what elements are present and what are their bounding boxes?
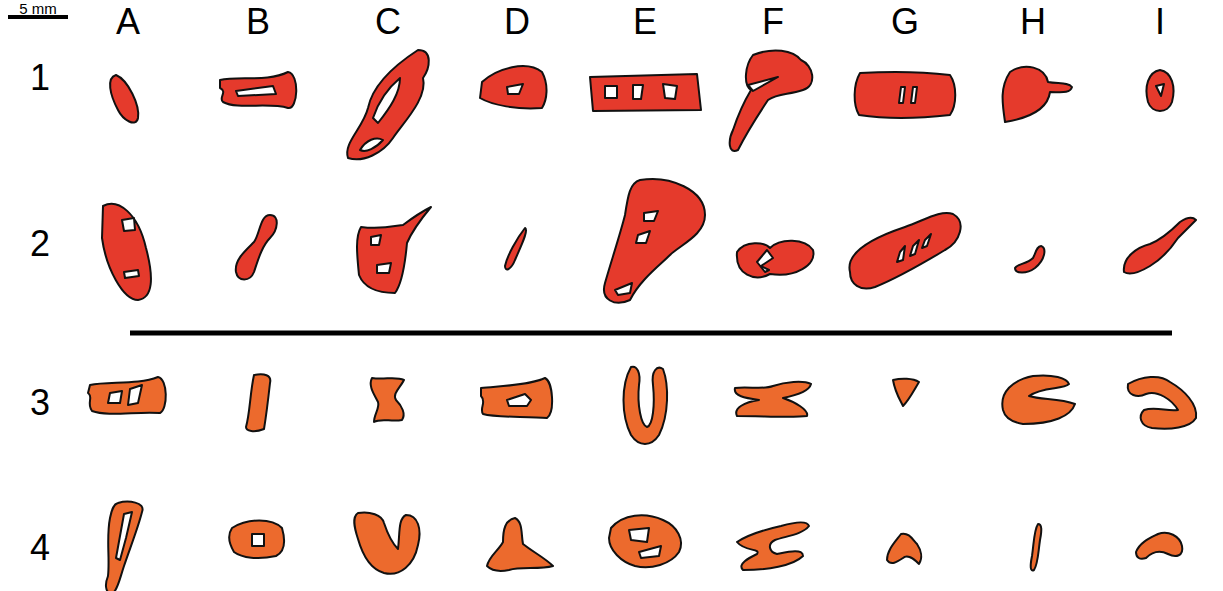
red-sections [102,50,1196,303]
orange-sections [88,367,1196,591]
column-letter: F [762,4,784,40]
column-letter: C [375,4,401,40]
column-letter: I [1155,4,1165,40]
scale-bar-label: 5 mm [19,1,57,16]
column-letter: B [246,4,270,40]
column-letter: G [891,4,919,40]
column-letter: A [116,4,140,40]
divider-line [130,331,1172,336]
row-number: 2 [30,226,50,262]
row-number: 4 [30,530,50,566]
column-letter: H [1020,4,1046,40]
column-letter: D [504,4,530,40]
row-number: 3 [30,385,50,421]
row-number: 1 [30,60,50,96]
column-letter: E [633,4,657,40]
